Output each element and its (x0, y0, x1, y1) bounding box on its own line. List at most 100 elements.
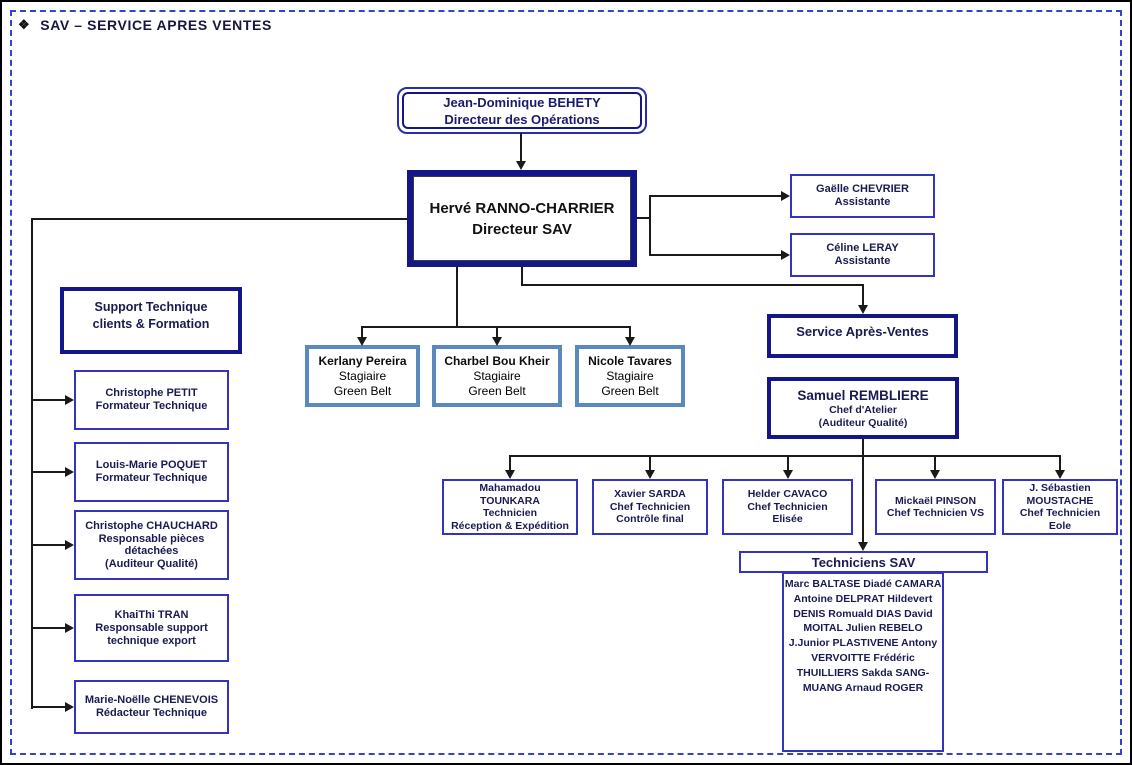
support-line2: clients & Formation (92, 317, 210, 331)
node-support-technique: Support Technique clients & Formation (60, 287, 242, 354)
node-kerlany-role1: Stagiaire (338, 368, 387, 383)
node-charbel-role2: Green Belt (468, 383, 526, 398)
node-chauchard-role3: (Auditeur Qualité) (105, 557, 198, 570)
node-tounkara-name2: TOUNKARA (480, 494, 540, 507)
arrow-right-chenevois (65, 702, 74, 712)
page-title-text: SAV – SERVICE APRES VENTES (40, 17, 272, 33)
node-chauchard-role1: Responsable pièces (98, 532, 205, 545)
technician-name: Frédéric THUILLIERS (796, 651, 915, 679)
node-chevrier-role: Assistante (834, 196, 891, 208)
node-petit: Christophe PETIT Formateur Technique (74, 370, 229, 430)
arrow-down-charbel (492, 337, 502, 346)
arrow-down-cavaco (783, 470, 793, 479)
node-charbel-role1: Stagiaire (473, 368, 521, 383)
node-tran-name: KhaiThi TRAN (114, 608, 189, 621)
diamond-bullet-icon: ❖ (18, 17, 31, 32)
node-sarda: Xavier SARDA Chef Technicien Contrôle fi… (592, 479, 708, 535)
node-nicole: Nicole Tavares Stagiaire Green Belt (575, 345, 685, 407)
node-samuel-role1: Chef d'Atelier (829, 403, 897, 416)
connector-behety-ranno (520, 133, 522, 162)
node-poquet-name: Louis-Marie POQUET (95, 459, 208, 471)
arrow-right-petit (65, 395, 74, 405)
node-poquet-role: Formateur Technique (95, 472, 208, 484)
node-tran: KhaiThi TRAN Responsable support techniq… (74, 594, 229, 662)
connector-stub-kerlany (361, 328, 363, 338)
node-chenevois: Marie-Noëlle CHENEVOIS Rédacteur Techniq… (74, 680, 229, 734)
node-kerlany: Kerlany Pereira Stagiaire Green Belt (305, 345, 420, 407)
arrow-down-techniciens (858, 542, 868, 551)
node-ranno-name: Hervé RANNO-CHARRIER (429, 199, 615, 217)
node-petit-name: Christophe PETIT (105, 387, 198, 399)
node-chauchard-name: Christophe CHAUCHARD (85, 520, 218, 532)
node-nicole-role1: Stagiaire (606, 368, 654, 383)
node-moustache-role1: Chef Technicien (1019, 507, 1101, 519)
connector-to-leray (649, 254, 781, 256)
technician-name: Hildevert DENIS (793, 592, 933, 620)
node-leray-name: Céline LERAY (826, 242, 899, 254)
node-poquet: Louis-Marie POQUET Formateur Technique (74, 442, 229, 502)
node-chauchard-role2: détachées (124, 545, 179, 557)
node-kerlany-role2: Green Belt (333, 383, 392, 398)
node-tran-role2: technique export (107, 634, 196, 647)
connector-assistants-trunk (649, 195, 651, 256)
node-techniciens-sav-header: Techniciens SAV (739, 551, 988, 573)
node-petit-role: Formateur Technique (95, 400, 208, 412)
arrow-right-tran (65, 623, 74, 633)
arrow-right-chevrier (781, 191, 790, 201)
node-ranno: Hervé RANNO-CHARRIER Directeur SAV (407, 170, 637, 267)
arrow-down-moustache (1055, 470, 1065, 479)
connector-ranno-service-drop (521, 267, 523, 286)
connector-to-petit (33, 399, 66, 401)
arrow-right-leray (781, 250, 790, 260)
connector-left-trunk (31, 218, 33, 709)
connector-stub-moustache (1059, 457, 1061, 471)
node-moustache-role2: Eole (1048, 519, 1072, 532)
node-pinson-role: Chef Technicien VS (886, 507, 985, 519)
node-moustache-name1: J. Sébastien (1029, 482, 1091, 494)
node-sarda-role1: Chef Technicien (609, 500, 691, 513)
node-chevrier-name: Gaëlle CHEVRIER (816, 183, 909, 195)
node-samuel-name: Samuel REMBLIERE (797, 387, 929, 403)
arrow-right-poquet (65, 467, 74, 477)
node-samuel-role2: (Auditeur Qualité) (818, 416, 908, 429)
node-tounkara: Mahamadou TOUNKARA Technicien Réception … (442, 479, 578, 535)
connector-samuel-drop (862, 439, 864, 457)
node-nicole-name: Nicole Tavares (588, 353, 672, 368)
node-charbel: Charbel Bou Kheir Stagiaire Green Belt (432, 345, 562, 407)
arrow-right-chauchard (65, 540, 74, 550)
node-cavaco: Helder CAVACO Chef Technicien Elisée (722, 479, 853, 535)
technician-name: Marc BALTASE (784, 578, 861, 590)
connector-stub-tounkara (509, 457, 511, 471)
connector-stagiaires-bar (361, 326, 631, 328)
node-behety-inner: Jean-Dominique BEHETY Directeur des Opér… (402, 92, 642, 129)
connector-stub-nicole (629, 328, 631, 338)
node-moustache-name2: MOUSTACHE (1026, 494, 1094, 507)
connector-to-chauchard (33, 544, 66, 546)
technician-name: Sakda SANG-MUANG (802, 666, 930, 694)
techniciens-header-label: Techniciens SAV (811, 554, 916, 570)
support-line1: Support Technique (94, 300, 208, 314)
connector-stub-cavaco (787, 457, 789, 471)
node-leray-role: Assistante (834, 255, 891, 267)
node-leray: Céline LERAY Assistante (790, 233, 935, 277)
connector-to-poquet (33, 471, 66, 473)
node-tounkara-name1: Mahamadou (479, 482, 541, 494)
connector-techniciens-drop (862, 455, 864, 543)
technician-name: Antoine DELPRAT (793, 592, 885, 605)
node-chenevois-role: Rédacteur Technique (95, 707, 208, 719)
technician-name: David MOITAL (803, 607, 933, 635)
page-title: ❖ SAV – SERVICE APRES VENTES (18, 17, 272, 33)
node-tran-role1: Responsable support (95, 621, 208, 634)
node-ranno-role: Directeur SAV (472, 220, 572, 238)
connector-service-stub (862, 284, 864, 307)
arrow-down-ranno (516, 161, 526, 170)
technician-name: Julien REBELO (845, 622, 923, 635)
arrow-down-sarda (645, 470, 655, 479)
connector-stub-pinson (934, 457, 936, 471)
node-moustache: J. Sébastien MOUSTACHE Chef Technicien E… (1002, 479, 1118, 535)
node-behety-role: Directeur des Opérations (444, 111, 600, 127)
technician-name: Arnaud ROGER (845, 681, 924, 694)
connector-stub-charbel (496, 328, 498, 338)
node-nicole-role2: Green Belt (601, 383, 659, 398)
